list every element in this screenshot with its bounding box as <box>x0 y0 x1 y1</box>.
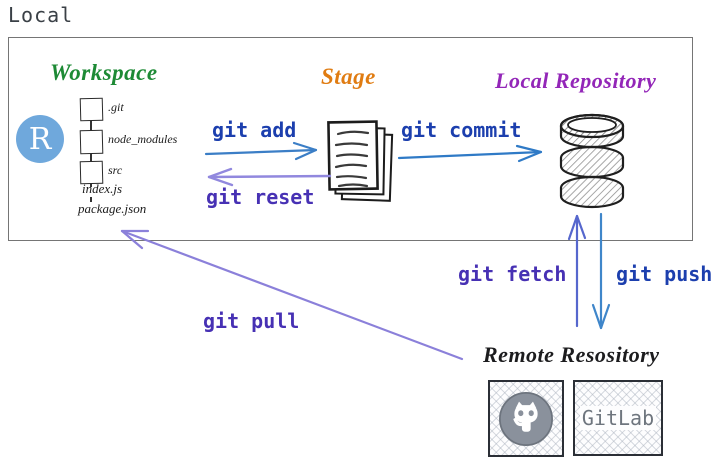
page-title: Local <box>8 3 74 27</box>
staged-files-icon <box>327 120 394 202</box>
folder-icon-node-modules <box>79 129 104 155</box>
workspace-label: Workspace <box>50 60 158 85</box>
git-pull-arrow <box>120 229 464 361</box>
octocat-icon <box>499 391 553 446</box>
git-commit-label: git commit <box>401 118 522 142</box>
git-reset-label: git reset <box>206 185 315 209</box>
gitlab-box: GitLab <box>573 380 663 456</box>
remote-repository-label: Remote Resository <box>483 342 660 367</box>
avatar-letter: R <box>28 121 52 157</box>
tree-item-index-js: index.js <box>82 181 123 196</box>
tree-item-package-json: package.json <box>78 201 147 216</box>
database-icon <box>559 113 625 209</box>
tree-item-node-modules: node_modules <box>108 132 178 146</box>
gitlab-label: GitLab <box>579 406 657 430</box>
git-add-label: git add <box>212 118 297 142</box>
github-box <box>488 380 564 457</box>
stage-label: Stage <box>321 64 376 89</box>
git-fetch-label: git fetch <box>458 262 567 286</box>
tree-item-src: src <box>108 163 123 177</box>
tree-connector <box>90 121 92 130</box>
avatar: R <box>16 115 64 163</box>
git-pull-label: git pull <box>203 309 300 333</box>
local-repository-label: Local Repository <box>495 68 657 93</box>
git-push-label: git push <box>616 262 713 286</box>
tree-connector <box>90 154 92 161</box>
tree-connector <box>90 197 92 202</box>
folder-icon-git <box>79 97 104 122</box>
tree-connector <box>90 184 92 187</box>
tree-item-git: .git <box>108 100 124 114</box>
